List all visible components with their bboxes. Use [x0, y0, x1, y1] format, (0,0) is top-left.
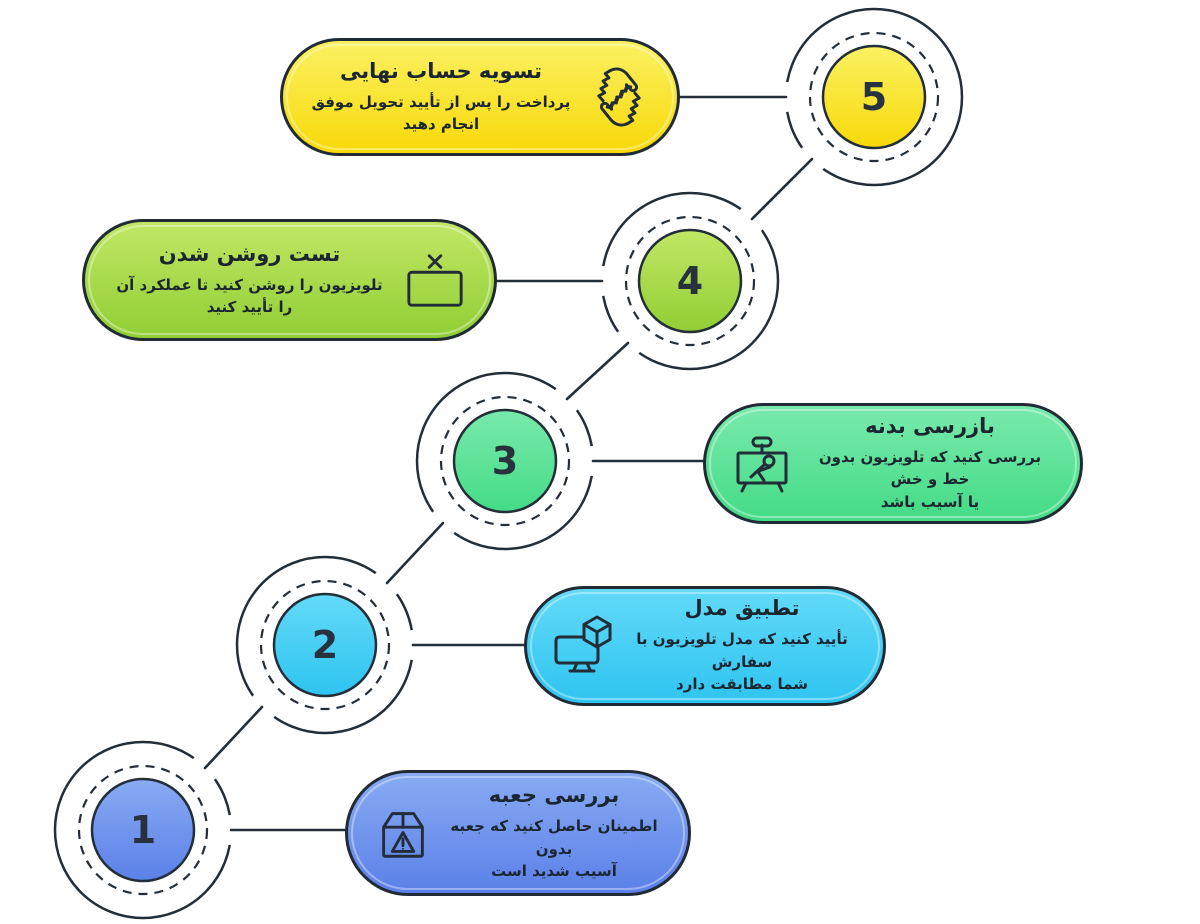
step-3-text: بازرسی بدنه بررسی کنید که تلویزیون بدون … — [804, 414, 1056, 514]
step-4-card: تست روشن شدن تلویزیون را روشن کنید تا عم… — [82, 219, 497, 341]
step-1-node: 1 — [77, 764, 209, 896]
step-5-node: 5 — [808, 31, 940, 163]
tv-inspect-icon — [730, 432, 794, 496]
step-1-card: بررسی جعبه اطمینان حاصل کنید که جعبه بدو… — [345, 770, 691, 896]
step-4-title: تست روشن شدن — [158, 241, 341, 266]
step-5-card: تسویه حساب نهایی پرداخت را پس از تأیید ت… — [280, 38, 680, 156]
monitor-cube-icon — [551, 614, 615, 678]
step-2-desc-line-1: تأیید کنید که مدل تلویزیون با سفارش — [636, 630, 848, 671]
connector-2-3 — [385, 521, 445, 585]
step-3-number: 3 — [492, 439, 518, 483]
step-3-desc-line-2: یا آسیب باشد — [880, 492, 980, 511]
step-4-number: 4 — [677, 259, 703, 303]
step-2-desc-line-2: شما مطابقت دارد — [676, 675, 808, 694]
step-3-desc-line-1: بررسی کنید که تلویزیون بدون خط و خش — [818, 447, 1042, 489]
step-3-node: 3 — [439, 395, 571, 527]
connector-1-2 — [203, 705, 264, 770]
connector-3-4 — [565, 341, 630, 401]
step-4-desc-line-1: تلویزیون را روشن کنید تا عملکرد آن را تأ… — [116, 275, 383, 317]
step-5-text: تسویه حساب نهایی پرداخت را پس از تأیید ت… — [307, 59, 575, 136]
step-4-node: 4 — [624, 215, 756, 347]
step-1-number: 1 — [130, 808, 156, 852]
tv-power-x-icon — [400, 249, 470, 311]
step-2-number: 2 — [312, 623, 338, 667]
step-1-desc-line-1: اطمینان حاصل کنید که جعبه بدون — [450, 817, 658, 858]
handshake-icon — [585, 63, 653, 131]
step-2-text: تطبیق مدل تأیید کنید که مدل تلویزیون با … — [625, 596, 859, 696]
step-2-title: تطبیق مدل — [684, 596, 800, 621]
step-5-desc-line-1: پرداخت را پس از تأیید تحویل موفق انجام د… — [311, 92, 571, 134]
step-2-card: تطبیق مدل تأیید کنید که مدل تلویزیون با … — [524, 586, 886, 706]
step-2-node: 2 — [259, 579, 391, 711]
box-warning-icon — [372, 802, 434, 864]
step-3-card: بازرسی بدنه بررسی کنید که تلویزیون بدون … — [703, 403, 1083, 524]
step-4-text: تست روشن شدن تلویزیون را روشن کنید تا عم… — [109, 242, 390, 319]
step-1-desc-line-2: آسیب شدید است — [491, 862, 617, 881]
step-3-title: بازرسی بدنه — [865, 413, 995, 438]
connector-4-5 — [750, 157, 814, 221]
step-5-number: 5 — [861, 75, 887, 119]
step-1-text: بررسی جعبه اطمینان حاصل کنید که جعبه بدو… — [444, 783, 664, 883]
step-1-title: بررسی جعبه — [488, 783, 620, 808]
connectors — [203, 95, 814, 832]
step-5-title: تسویه حساب نهایی — [340, 58, 542, 83]
